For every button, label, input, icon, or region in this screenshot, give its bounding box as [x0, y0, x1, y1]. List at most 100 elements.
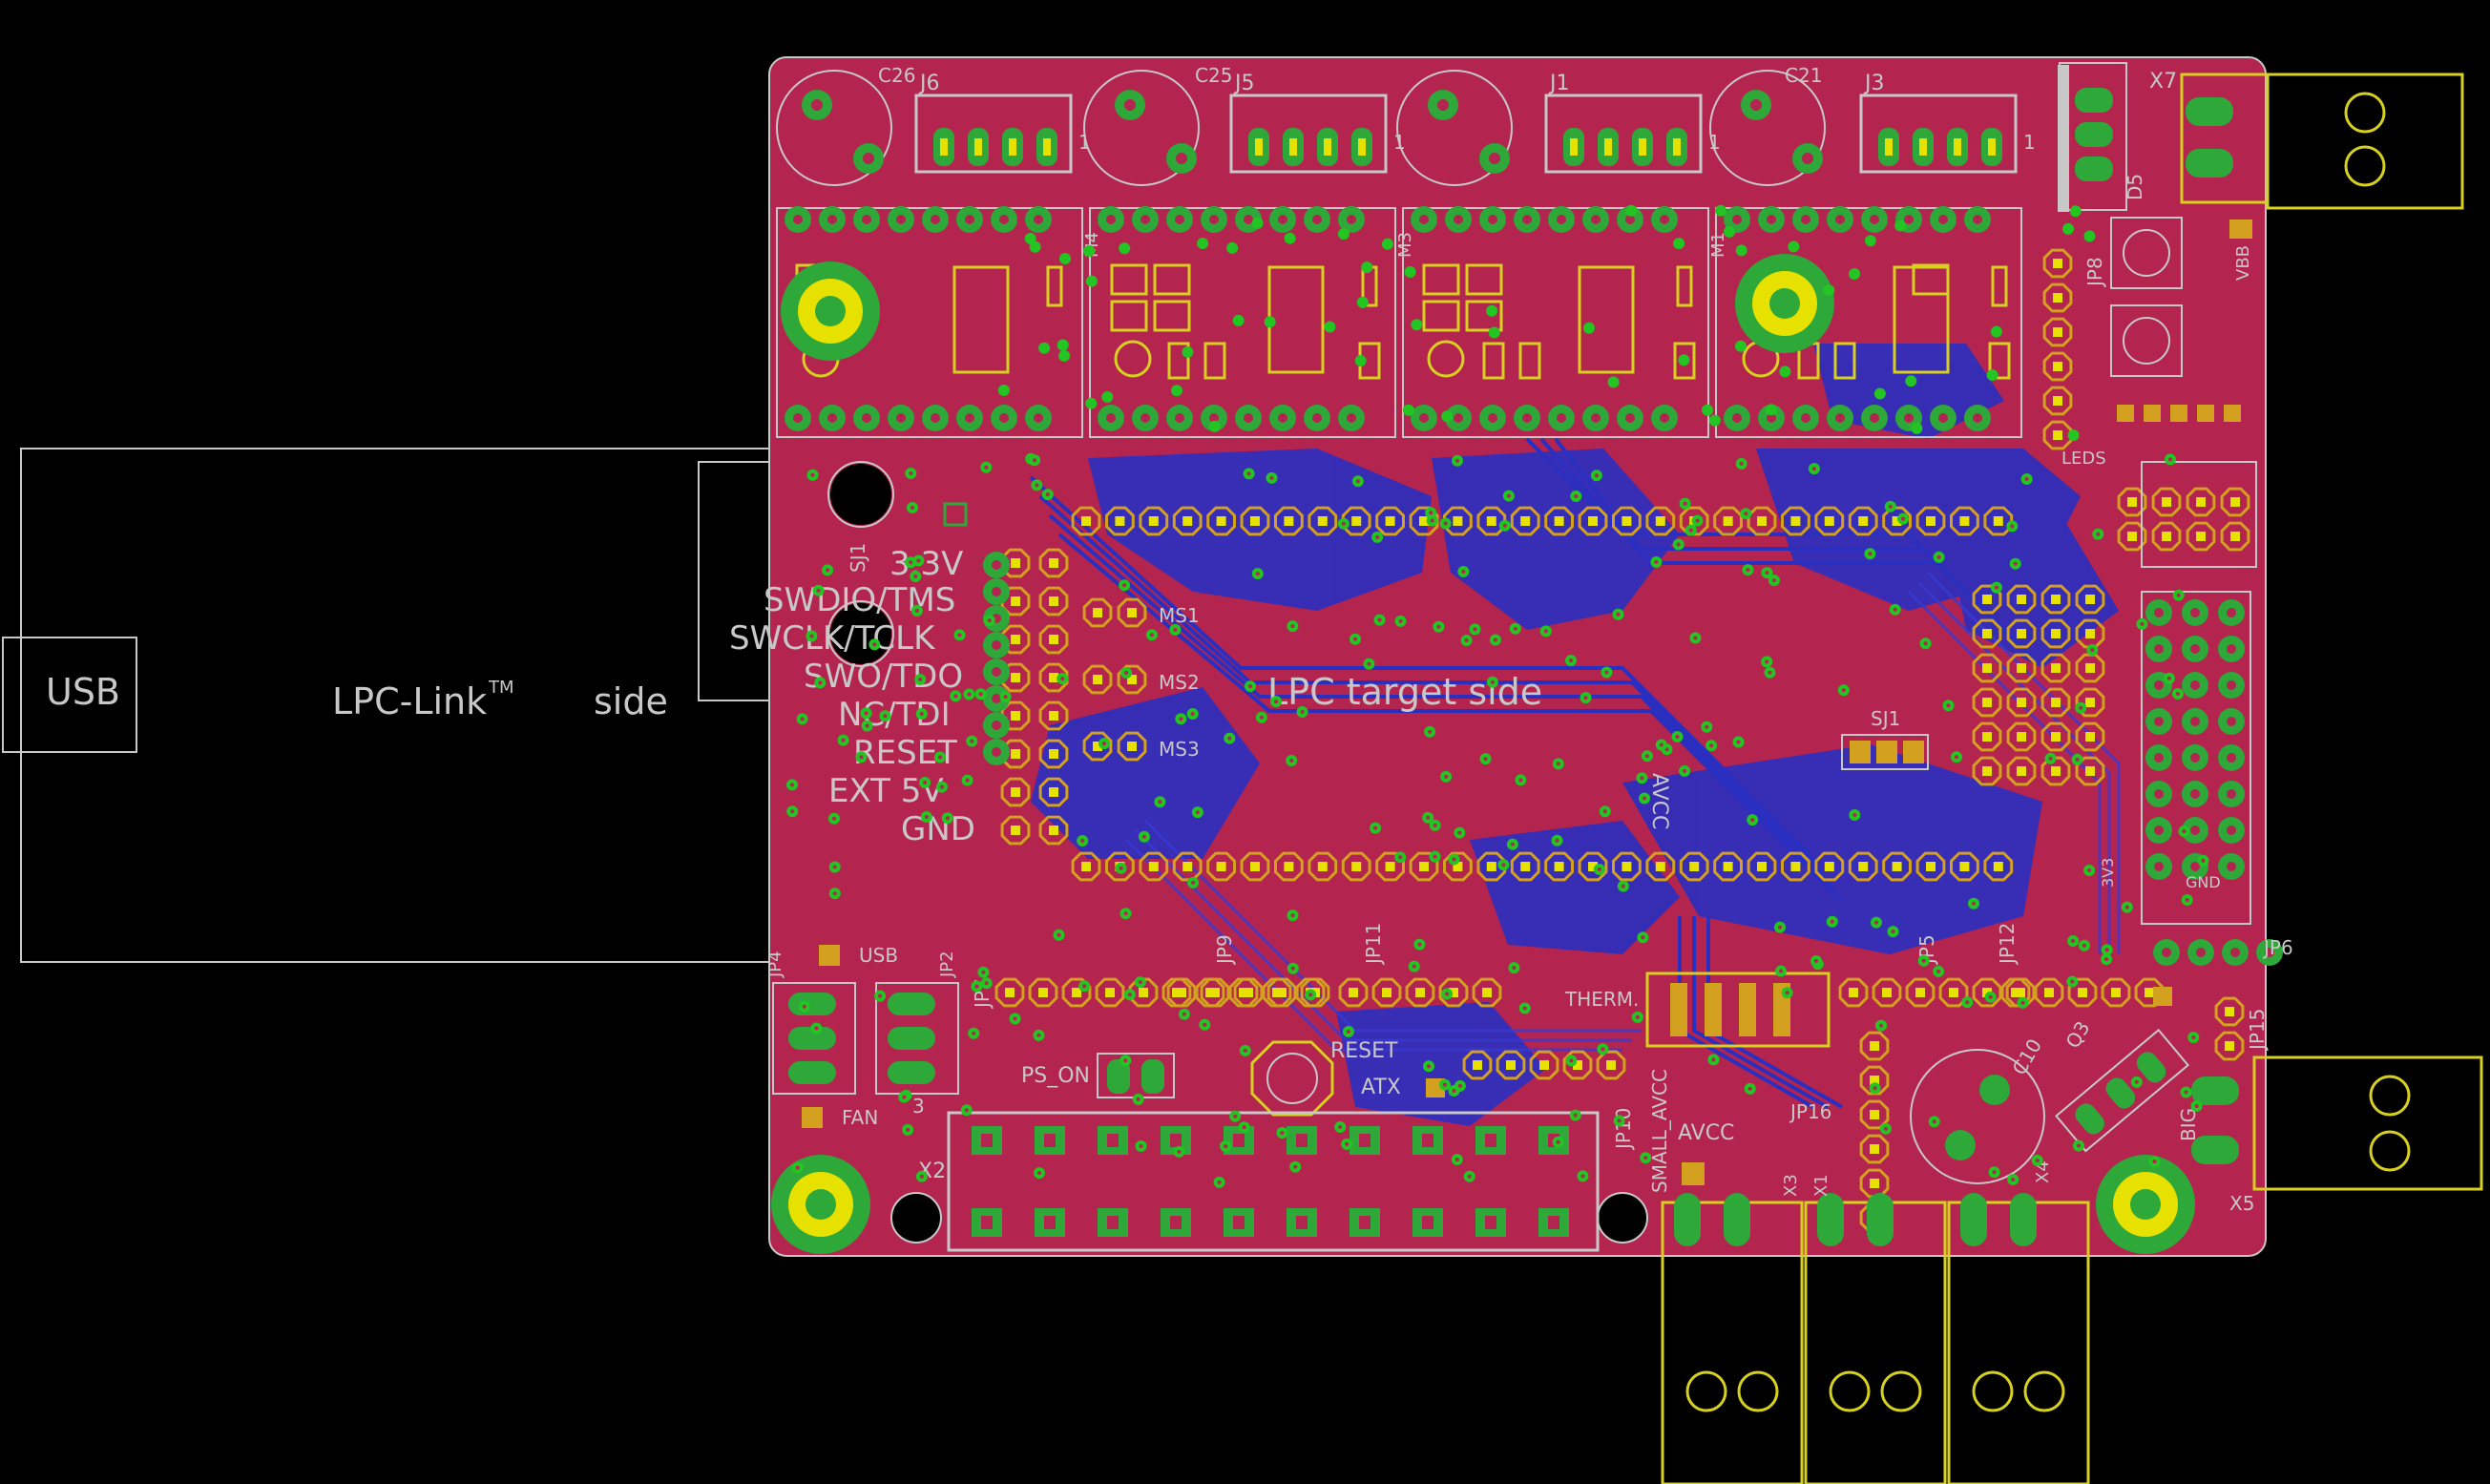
- fan-label: FAN: [842, 1106, 878, 1129]
- pad: [2214, 996, 2245, 1027]
- pad: [1972, 653, 2002, 683]
- m3-label: M3: [1395, 232, 1415, 258]
- leds-label: LEDS: [2061, 449, 2106, 469]
- pad: [1814, 851, 1845, 882]
- pad: [2042, 317, 2073, 347]
- usb-connector-label: USB: [46, 671, 120, 713]
- pad: [1105, 506, 1135, 536]
- pad: [2040, 721, 2071, 752]
- pad: [1462, 1050, 1493, 1080]
- j1-label: J1: [1548, 72, 1570, 95]
- pad: [1859, 1134, 1890, 1164]
- pad: [1645, 851, 1676, 882]
- c21-label: C21: [1785, 64, 1822, 87]
- x1-label: X1: [1811, 1174, 1831, 1197]
- pad: [1038, 815, 1069, 846]
- pin1-label-j5: 1: [1393, 131, 1406, 154]
- pad: [1905, 977, 1936, 1008]
- jp12-label: JP12: [1996, 923, 2019, 966]
- pad: [1240, 851, 1270, 882]
- pad: [2000, 977, 2031, 1008]
- pad: [2006, 653, 2037, 683]
- header-pin-rows: [785, 206, 2283, 1233]
- pad: [2220, 487, 2250, 517]
- pad: [1781, 851, 1810, 882]
- pad: [1510, 506, 1540, 536]
- pad: [2042, 351, 2073, 382]
- pad: [2006, 721, 2037, 752]
- pad: [2151, 487, 2182, 517]
- pad: [1848, 506, 1878, 536]
- pad: [1972, 618, 2002, 649]
- vbb-label: VBB: [2233, 245, 2253, 281]
- pad: [2075, 687, 2105, 718]
- pad: [1308, 506, 1338, 536]
- pad: [1038, 739, 1069, 769]
- pad: [1438, 977, 1469, 1008]
- gnd-header-label: GND: [2186, 873, 2221, 891]
- pad: [2186, 521, 2216, 552]
- pad: [2117, 521, 2147, 552]
- usb-led: [819, 945, 840, 966]
- 3v3-header-label: 3V3: [2099, 858, 2117, 888]
- pad: [1082, 731, 1113, 762]
- jp15-label: JP15: [2246, 1009, 2269, 1052]
- ps-on-jumper: [1097, 1053, 1175, 1098]
- pad: [1375, 506, 1405, 536]
- avcc-bottom-label: AVCC: [1678, 1121, 1734, 1145]
- right-jumper-matrix: [1972, 461, 2257, 925]
- pad: [1038, 700, 1069, 731]
- pad: [1274, 506, 1304, 536]
- c25-label: C25: [1195, 64, 1232, 87]
- jp2-label: JP2: [937, 951, 957, 978]
- pad: [1578, 506, 1608, 536]
- pad: [1915, 851, 1946, 882]
- pin1-label-j1: 1: [1708, 131, 1721, 154]
- sj1-left-label: SJ1: [847, 543, 869, 573]
- pad: [1814, 506, 1845, 536]
- mounting-hole-bottom-right: [2096, 1155, 2195, 1254]
- pad: [1172, 506, 1203, 536]
- jp11-label: JP11: [1362, 923, 1385, 966]
- pad: [1882, 851, 1912, 882]
- pin3-label: 3: [912, 1095, 925, 1118]
- pad: [1206, 851, 1236, 882]
- pad: [1713, 506, 1743, 536]
- pad: [1476, 506, 1507, 536]
- pad: [1510, 851, 1540, 882]
- mounting-holes: [771, 254, 2195, 1254]
- vias: [786, 204, 2209, 1188]
- pin-gnd-label: GND: [901, 810, 975, 848]
- therm-label: THERM.: [1564, 988, 1639, 1011]
- pad: [2117, 487, 2147, 517]
- m1-label: M1: [1708, 232, 1728, 258]
- pad: [2186, 487, 2216, 517]
- pad: [1578, 851, 1608, 882]
- jp10-label: JP10: [1612, 1108, 1635, 1151]
- mounting-hole-top-right: [1735, 254, 1834, 353]
- ps-on-label: PS_ON: [1021, 1064, 1090, 1088]
- pad: [1341, 506, 1371, 536]
- pad: [1117, 731, 1147, 762]
- target-side-label: LPC target side: [1267, 671, 1542, 713]
- pin-swo-label: SWO/TDO: [804, 658, 963, 696]
- pad: [1166, 977, 1197, 1008]
- pad: [1233, 977, 1264, 1008]
- pad: [1496, 1050, 1526, 1080]
- pad: [1082, 664, 1113, 695]
- trademark-label: TM: [488, 678, 514, 698]
- pad: [1950, 506, 1979, 536]
- pad: [1544, 506, 1574, 536]
- pad: [1200, 977, 1230, 1008]
- usb-led-label: USB: [859, 944, 898, 967]
- status-leds: [2117, 405, 2241, 1006]
- pad: [2067, 977, 2098, 1008]
- pad: [1882, 506, 1912, 536]
- pad: [1117, 597, 1147, 628]
- pad: [1972, 977, 2002, 1008]
- j5-label: J5: [1233, 72, 1255, 95]
- pin-nc-label: NC/TDI: [838, 696, 951, 734]
- pad: [1612, 851, 1642, 882]
- pin1-label-j3: 1: [2023, 131, 2036, 154]
